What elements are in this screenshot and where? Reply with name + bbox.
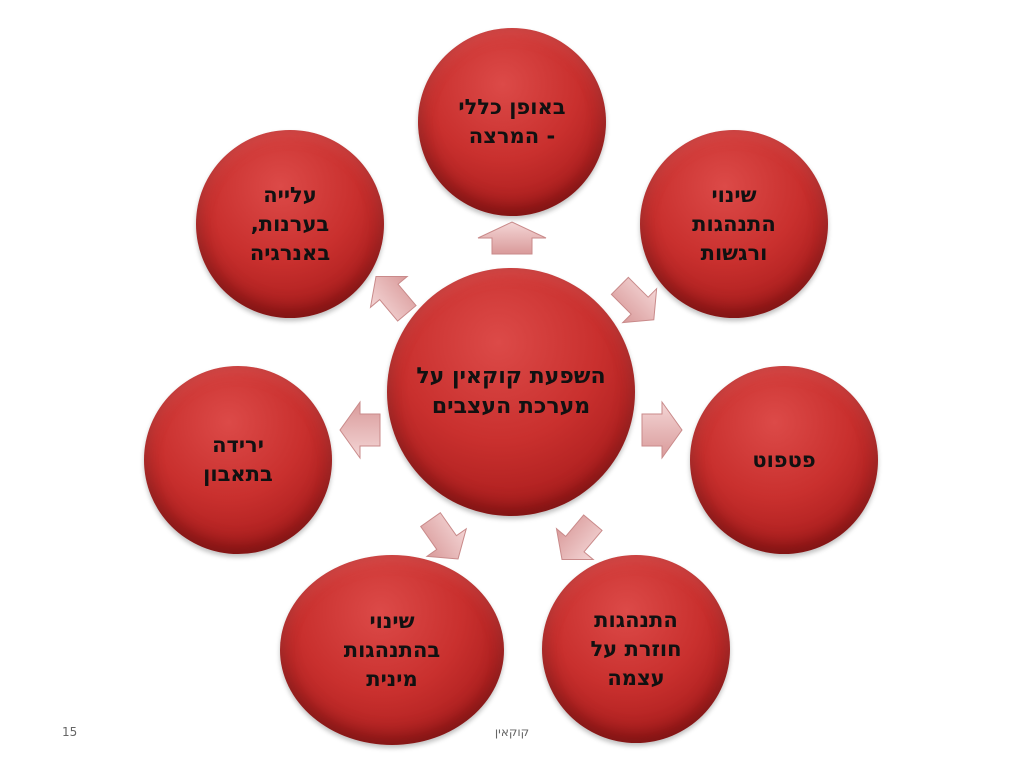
node-top-left-label: עלייה בערנות, באנרגיה [249, 182, 331, 265]
node-top: באופן כללי - המרצה [418, 28, 606, 216]
node-top-left: עלייה בערנות, באנרגיה [196, 130, 384, 318]
arrow-bottom-right [555, 514, 603, 561]
node-left-label: ירידה בתאבון [203, 433, 273, 486]
arrow-bottom-left [420, 512, 468, 560]
center-node: השפעת קוקאין על מערכת העצבים [387, 268, 635, 516]
footer-title: קוקאין [494, 725, 530, 739]
arrow-top [477, 221, 547, 255]
node-top-right: שינוי התנהגות ורגשות [640, 130, 828, 318]
node-top-right-label: שינוי התנהגות ורגשות [692, 182, 776, 265]
node-bottom-right: התנהגות חוזרת על עצמה [542, 555, 730, 743]
arrow-right [641, 400, 683, 460]
arrow-top-left [369, 275, 417, 322]
arrow-left [339, 400, 381, 460]
node-bottom-left: שינוי בהתנהגות מינית [280, 555, 504, 745]
node-right-label: פטפוט [752, 447, 816, 472]
node-right: פטפוט [690, 366, 878, 554]
arrow-top-right [610, 276, 658, 324]
page-number: 15 [62, 725, 78, 739]
center-node-label: השפעת קוקאין על מערכת העצבים [416, 364, 606, 419]
node-top-label: באופן כללי - המרצה [458, 95, 566, 148]
node-left: ירידה בתאבון [144, 366, 332, 554]
node-bottom-right-label: התנהגות חוזרת על עצמה [590, 607, 682, 690]
node-bottom-left-label: שינוי בהתנהגות מינית [343, 608, 441, 691]
